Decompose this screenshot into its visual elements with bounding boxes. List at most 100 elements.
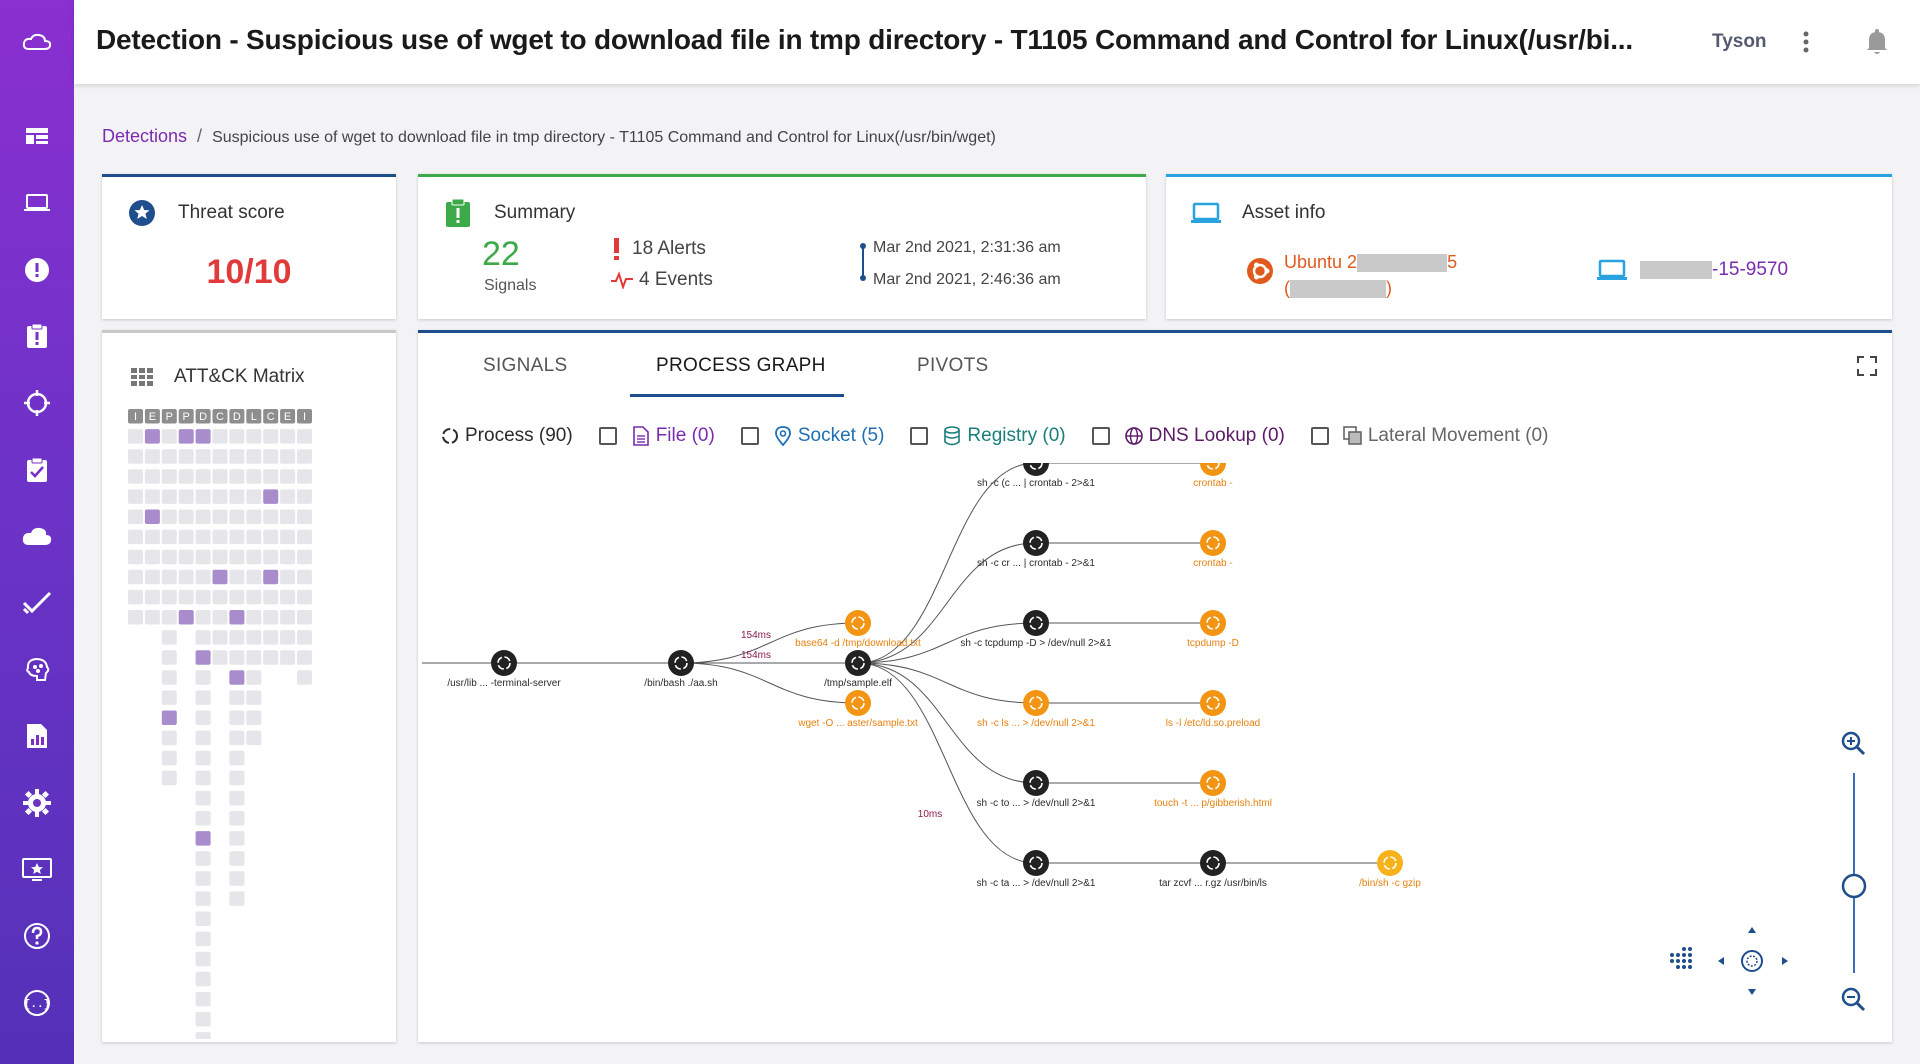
tactic-header[interactable] — [144, 409, 160, 424]
technique-cell[interactable] — [297, 429, 312, 444]
technique-cell[interactable] — [212, 549, 228, 565]
technique-cell[interactable] — [212, 610, 228, 625]
technique-cell[interactable] — [246, 469, 262, 484]
technique-cell[interactable] — [263, 549, 279, 565]
gear-icon[interactable] — [17, 783, 57, 823]
process-node[interactable]: sh -c cr ... | crontab - 2>&1 — [977, 530, 1095, 569]
technique-cell[interactable] — [195, 911, 211, 927]
technique-cell[interactable] — [161, 429, 177, 444]
technique-cell[interactable] — [263, 469, 279, 484]
technique-cell[interactable] — [128, 549, 143, 565]
technique-cell[interactable] — [280, 509, 296, 525]
tab-pivots[interactable]: PIVOTS — [917, 355, 989, 376]
tactic-header[interactable] — [212, 409, 228, 424]
technique-cell[interactable] — [246, 429, 262, 444]
technique-cell[interactable] — [128, 489, 143, 504]
tactic-header[interactable] — [280, 409, 296, 424]
technique-cell[interactable] — [229, 770, 245, 786]
technique-cell[interactable] — [229, 891, 245, 906]
technique-cell[interactable] — [280, 429, 296, 444]
process-node-circle[interactable] — [1023, 690, 1049, 716]
technique-cell[interactable] — [212, 469, 228, 484]
technique-cell[interactable] — [195, 529, 211, 545]
technique-cell[interactable] — [128, 529, 143, 545]
process-node[interactable]: crontab - — [1193, 463, 1233, 489]
technique-cell[interactable] — [263, 650, 279, 665]
technique-cell[interactable] — [280, 650, 296, 665]
technique-cell[interactable] — [229, 811, 245, 826]
technique-cell[interactable] — [195, 489, 211, 504]
technique-cell[interactable] — [212, 630, 228, 645]
technique-cell[interactable] — [280, 610, 296, 625]
process-node-circle[interactable] — [845, 650, 871, 676]
technique-cell-detected[interactable] — [195, 429, 211, 444]
technique-cell[interactable] — [195, 871, 211, 886]
help-icon[interactable] — [17, 916, 57, 956]
technique-cell[interactable] — [195, 971, 211, 987]
technique-cell-detected[interactable] — [212, 569, 228, 585]
technique-cell[interactable] — [128, 569, 143, 585]
breadcrumb-detections-link[interactable]: Detections — [102, 126, 188, 146]
technique-cell[interactable] — [297, 549, 312, 565]
filter-dns-checkbox[interactable] — [1091, 427, 1110, 445]
monitor-star-icon[interactable] — [17, 850, 57, 890]
filter-file[interactable]: File (0) — [598, 425, 715, 447]
report-icon[interactable] — [17, 716, 57, 756]
technique-cell[interactable] — [297, 650, 312, 665]
technique-cell-detected[interactable] — [178, 610, 194, 625]
process-node-circle[interactable] — [1023, 610, 1049, 636]
technique-cell[interactable] — [246, 449, 262, 464]
process-node-circle[interactable] — [1377, 850, 1403, 876]
technique-cell[interactable] — [246, 630, 262, 645]
process-node-circle[interactable] — [1023, 530, 1049, 556]
recenter-icon[interactable] — [1741, 950, 1763, 972]
process-node[interactable]: sh -c ta ... > /dev/null 2>&1 — [977, 850, 1096, 889]
technique-cell[interactable] — [144, 469, 160, 484]
technique-cell[interactable] — [229, 529, 245, 545]
technique-cell[interactable] — [195, 951, 211, 967]
filter-lateral-movement[interactable]: Lateral Movement (0) — [1310, 425, 1548, 447]
process-node[interactable]: sh -c ls ... > /dev/null 2>&1 — [977, 690, 1095, 729]
process-node-circle[interactable] — [1023, 850, 1049, 876]
pan-left-icon[interactable] — [1718, 957, 1724, 965]
technique-cell[interactable] — [195, 569, 211, 585]
alerts-count[interactable]: 18 Alerts — [610, 237, 706, 261]
technique-cell[interactable] — [161, 549, 177, 565]
technique-cell[interactable] — [128, 449, 143, 464]
technique-cell[interactable] — [229, 569, 245, 585]
zoom-slider-track[interactable] — [1853, 773, 1855, 973]
technique-cell[interactable] — [229, 589, 245, 605]
technique-cell[interactable] — [246, 710, 262, 726]
tactic-header[interactable] — [229, 409, 245, 424]
laptop-icon[interactable] — [17, 183, 57, 223]
technique-cell[interactable] — [280, 449, 296, 464]
technique-cell-detected[interactable] — [195, 831, 211, 846]
technique-cell[interactable] — [161, 449, 177, 464]
clipboard-alert-icon[interactable] — [17, 316, 57, 356]
technique-cell[interactable] — [195, 750, 211, 766]
tab-signals[interactable]: SIGNALS — [483, 355, 568, 376]
technique-cell[interactable] — [229, 429, 245, 444]
tactic-header[interactable] — [161, 409, 177, 424]
brain-icon[interactable] — [17, 650, 57, 690]
technique-cell[interactable] — [178, 469, 194, 484]
process-node-circle[interactable] — [1200, 690, 1226, 716]
process-node-circle[interactable] — [845, 610, 871, 636]
technique-cell[interactable] — [263, 509, 279, 525]
technique-cell[interactable] — [246, 549, 262, 565]
technique-cell[interactable] — [144, 449, 160, 464]
technique-cell[interactable] — [297, 509, 312, 525]
technique-cell[interactable] — [178, 589, 194, 605]
dashboard-icon[interactable] — [17, 116, 57, 156]
technique-cell[interactable] — [212, 489, 228, 504]
technique-cell[interactable] — [195, 449, 211, 464]
technique-cell[interactable] — [246, 670, 262, 685]
technique-cell[interactable] — [229, 509, 245, 525]
technique-cell[interactable] — [246, 589, 262, 605]
technique-cell-detected[interactable] — [195, 650, 211, 665]
technique-cell[interactable] — [128, 589, 143, 605]
technique-cell[interactable] — [280, 569, 296, 585]
crosshair-icon[interactable] — [17, 383, 57, 423]
